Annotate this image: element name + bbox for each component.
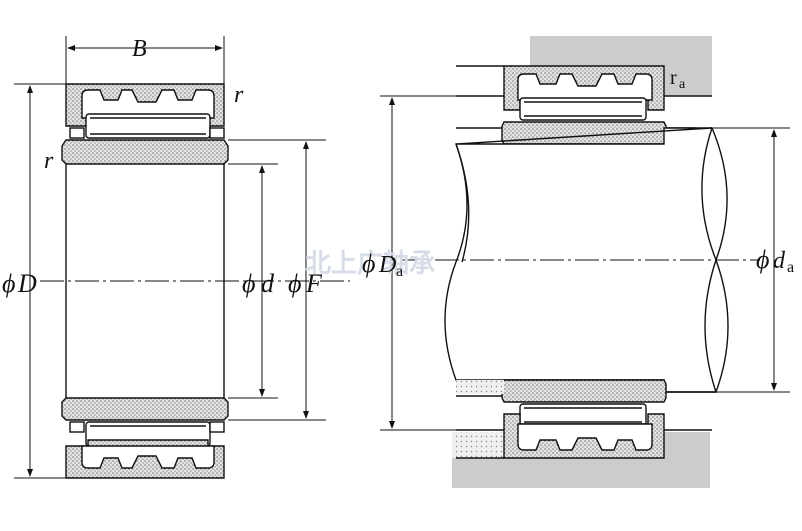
bearing-section-left — [61, 83, 229, 479]
label-r-top: r — [234, 82, 244, 108]
watermark-text: 北上广轴承 — [305, 249, 435, 279]
mounted-bearing-right — [444, 36, 729, 488]
label-d: d — [261, 269, 275, 298]
label-phi-da: ϕ — [756, 245, 769, 274]
outer-ring-bottom-ribs — [81, 445, 215, 469]
label-da: d — [773, 248, 786, 274]
label-r-left: r — [44, 148, 54, 174]
roller-top — [85, 113, 211, 139]
inner-ring-bottom — [61, 397, 229, 421]
label-Da-sub: a — [396, 263, 403, 280]
right-inner-ring-bottom — [501, 379, 667, 403]
left-dimensions — [14, 36, 350, 479]
inner-ring-top — [61, 139, 229, 165]
label-ra-sub: a — [679, 77, 686, 92]
housing-bottom-hatch — [452, 432, 504, 458]
label-Da: D — [378, 252, 396, 278]
label-D: D — [17, 269, 37, 298]
label-F: F — [305, 269, 323, 298]
label-phi-F: ϕ — [288, 269, 301, 298]
right-outer-ring-bottom-ribs — [517, 423, 653, 451]
right-dimensions — [380, 95, 790, 431]
right-outer-ring-top-ribs — [517, 73, 653, 101]
label-ra: r — [670, 67, 677, 89]
label-phi-d: ϕ — [242, 269, 255, 298]
label-phi-Da: ϕ — [362, 249, 375, 278]
label-phi-D: ϕ — [2, 269, 15, 298]
label-B: B — [132, 36, 147, 62]
outer-ring-top-ribs — [81, 89, 215, 119]
label-da-sub: a — [787, 259, 794, 276]
